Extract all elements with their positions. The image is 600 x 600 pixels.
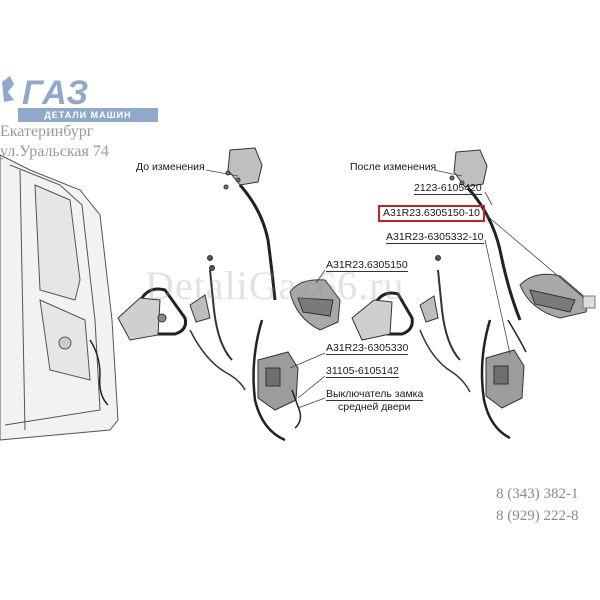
after-outer-handle — [519, 273, 596, 319]
brand-logo: ГАЗ — [22, 74, 90, 112]
label-before-lock: A31R23-6305330 — [326, 342, 409, 355]
label-before-handle: A31R23.6305150 — [326, 259, 408, 272]
branding-city: Екатеринбург — [0, 123, 94, 140]
branding-street: ул.Уральская 74 — [0, 143, 109, 160]
before-rods — [189, 255, 246, 391]
contact-phone-1: 8 (343) 382-1 — [496, 486, 579, 502]
highlight-box — [378, 205, 485, 222]
leader-lines — [205, 169, 585, 409]
before-outer-handle — [289, 279, 341, 331]
label-after-cable: 2123-6105420 — [414, 182, 482, 195]
after-rods — [419, 255, 471, 393]
after-top-latch — [449, 149, 522, 321]
before-lock — [252, 319, 302, 442]
label-after-lock: A31R23-6305332-10 — [386, 231, 484, 244]
door-panel — [0, 154, 119, 441]
label-switch-line2: средней двери — [338, 401, 411, 413]
gaz-deer-icon — [2, 76, 14, 102]
label-after-handle-highlighted: A31R23.6305150-10 — [383, 207, 480, 219]
label-before-rod: 31105-6105142 — [326, 365, 399, 378]
before-handle-frame — [117, 287, 187, 341]
label-switch-line1: Выключатель замка — [326, 388, 424, 401]
heading-after: После изменения — [350, 161, 437, 173]
watermark: DetaliGaz66.ru — [145, 263, 405, 308]
after-lock — [480, 319, 527, 440]
contact-phone-2: 8 (929) 222-8 — [496, 508, 579, 524]
after-handle-frame — [351, 291, 414, 341]
brand-subtitle: ДЕТАЛИ МАШИН — [18, 108, 158, 122]
heading-before: До изменения — [136, 161, 205, 173]
